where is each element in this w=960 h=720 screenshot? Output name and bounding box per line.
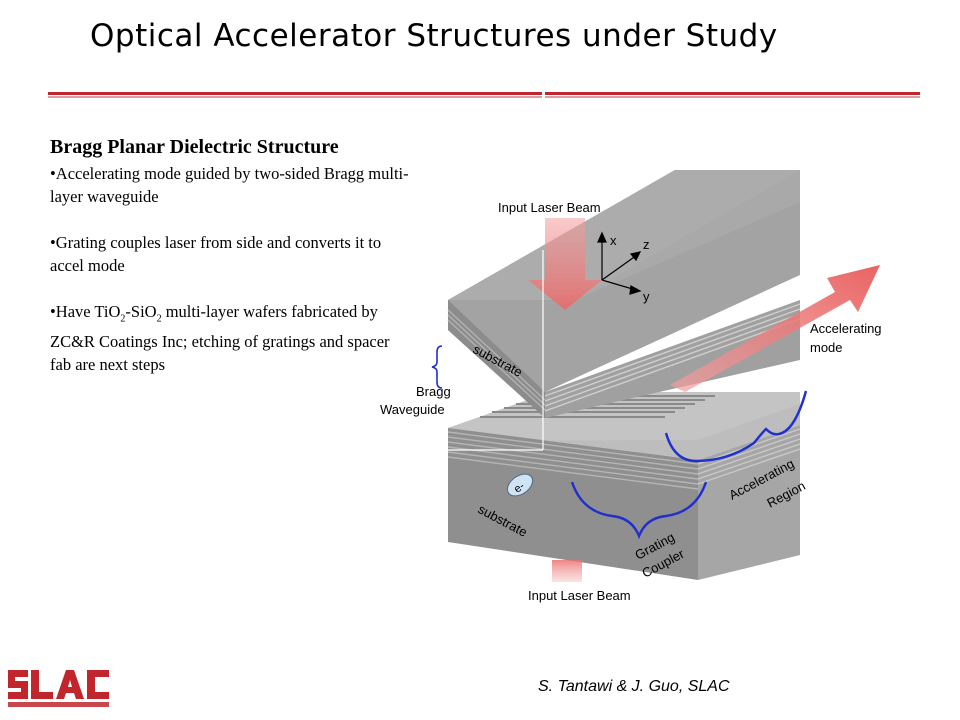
bullet-1: •Accelerating mode guided by two-sided B… [50, 164, 409, 206]
bullet-2: •Grating couples laser from side and con… [50, 233, 382, 275]
bullet-3-text-c: multi-layer wafers fabricated by ZC&R Co… [50, 302, 390, 375]
axis-x-label: x [610, 233, 617, 248]
title-divider [48, 92, 920, 98]
bullet-2-text: Grating couples laser from side and conv… [50, 233, 382, 275]
bullet-3-text-a: Have TiO [55, 302, 121, 321]
accelerating-mode-label-2: mode [810, 340, 843, 355]
axis-y-label: y [643, 289, 650, 304]
slac-logo [8, 670, 109, 707]
waveguide-label: Waveguide [380, 402, 445, 417]
author-credit: S. Tantawi & J. Guo, SLAC [538, 678, 730, 695]
bullet-3-text-b: -SiO [125, 302, 157, 321]
accelerating-mode-label-1: Accelerating [810, 321, 882, 336]
bragg-structure-diagram: Input Laser Beam Input Laser Beam x z y … [380, 170, 882, 603]
axis-z-label: z [643, 237, 650, 252]
slide-title: Optical Accelerator Structures under Stu… [90, 18, 778, 54]
bullet-1-text: Accelerating mode guided by two-sided Br… [50, 164, 409, 206]
axis-triad [597, 231, 642, 295]
bullet-3-sub-2: 2 [156, 313, 162, 325]
slac-logo-mark [8, 670, 109, 707]
input-laser-beam-bottom-label: Input Laser Beam [528, 588, 631, 603]
accelerating-region-bracket [664, 390, 808, 463]
bullet-3: •Have TiO2-SiO2 multi-layer wafers fabri… [50, 302, 390, 375]
input-laser-beam-top-label: Input Laser Beam [498, 200, 601, 215]
text-block: Bragg Planar Dielectric Structure •Accel… [50, 136, 410, 376]
input-laser-beam-top [528, 218, 602, 310]
bragg-bracket [431, 345, 443, 389]
electron-marker [506, 473, 534, 497]
grating-coupler-bracket [570, 481, 708, 540]
accelerating-mode-arrow [670, 265, 880, 392]
bragg-label: Bragg [416, 384, 451, 399]
bullet-3-sub-1: 2 [120, 313, 126, 325]
input-laser-beam-bottom [552, 560, 582, 582]
section-heading: Bragg Planar Dielectric Structure [50, 136, 339, 158]
